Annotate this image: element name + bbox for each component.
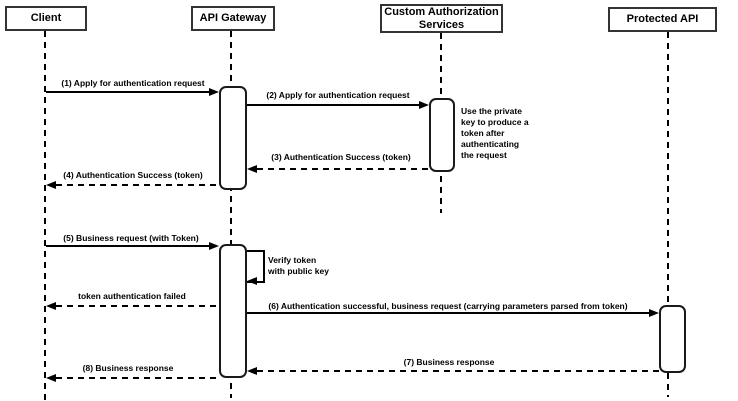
lifeline-api-gateway bbox=[230, 31, 232, 398]
message-2-arrowhead bbox=[419, 101, 429, 109]
message-3-label: (3) Authentication Success (token) bbox=[271, 152, 411, 162]
message-8-arrowhead bbox=[46, 374, 56, 382]
self-message-arrowhead bbox=[247, 277, 257, 285]
participant-cas-label-line1: Custom Authorization bbox=[384, 5, 499, 18]
participant-custom-authorization-services: Custom Authorization Services bbox=[380, 4, 503, 33]
activation-custom-authorization-services bbox=[429, 98, 455, 172]
lifeline-protected-api bbox=[667, 32, 669, 397]
message-failed-label: token authentication failed bbox=[78, 291, 186, 301]
message-6-line bbox=[247, 312, 650, 314]
message-8-line bbox=[56, 377, 219, 379]
note-line-2: key to produce a bbox=[461, 117, 529, 127]
participant-protected-api: Protected API bbox=[608, 7, 717, 32]
message-4-line bbox=[56, 184, 219, 186]
participant-api-gateway-label: API Gateway bbox=[199, 12, 267, 24]
participant-protected-api-label: Protected API bbox=[626, 13, 699, 25]
note-line-3: token after bbox=[461, 128, 505, 138]
message-6-arrowhead bbox=[649, 309, 659, 317]
message-6-label: (6) Authentication successful, business … bbox=[268, 301, 628, 311]
note-line-1: Use the private bbox=[461, 106, 522, 116]
message-5-line bbox=[46, 245, 211, 247]
message-1-line bbox=[46, 91, 211, 93]
message-2-label: (2) Apply for authentication request bbox=[266, 90, 410, 100]
message-4-arrowhead bbox=[46, 181, 56, 189]
message-3-line bbox=[257, 168, 429, 170]
note-private-key: Use the private key to produce a token a… bbox=[461, 106, 529, 161]
self-message-label-line1: Verify token bbox=[268, 255, 317, 265]
participant-cas-label-line2: Services bbox=[418, 18, 465, 31]
participant-client: Client bbox=[5, 6, 87, 31]
note-line-5: the request bbox=[461, 150, 507, 160]
message-1-label: (1) Apply for authentication request bbox=[61, 78, 205, 88]
self-message-label-line2: with public key bbox=[268, 266, 329, 276]
message-8-label: (8) Business response bbox=[82, 363, 174, 373]
message-7-label: (7) Business response bbox=[403, 357, 495, 367]
message-2-line bbox=[247, 104, 421, 106]
activation-api-gateway-1 bbox=[219, 86, 247, 190]
self-message-label: Verify token with public key bbox=[268, 255, 329, 277]
message-4-label: (4) Authentication Success (token) bbox=[63, 170, 203, 180]
message-5-label: (5) Business request (with Token) bbox=[63, 233, 199, 243]
activation-api-gateway-2 bbox=[219, 244, 247, 378]
note-line-4: authenticating bbox=[461, 139, 520, 149]
message-7-line bbox=[257, 370, 659, 372]
activation-protected-api bbox=[659, 305, 686, 373]
lifeline-client bbox=[44, 31, 46, 401]
message-1-arrowhead bbox=[209, 88, 219, 96]
message-5-arrowhead bbox=[209, 242, 219, 250]
message-3-arrowhead bbox=[247, 165, 257, 173]
message-failed-line bbox=[56, 305, 219, 307]
message-failed-arrowhead bbox=[46, 302, 56, 310]
message-7-arrowhead bbox=[247, 367, 257, 375]
participant-client-label: Client bbox=[30, 12, 62, 24]
participant-api-gateway: API Gateway bbox=[191, 6, 275, 31]
